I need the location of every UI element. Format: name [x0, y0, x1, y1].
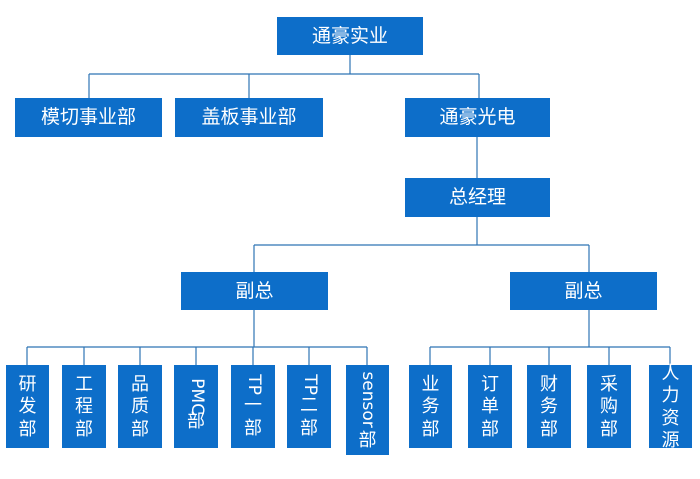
- dept-right-1: 订单部: [468, 365, 512, 448]
- dept-label-glyph: 发: [18, 396, 37, 418]
- dept-right-3: 采购部: [587, 365, 631, 448]
- dept-label-glyph: 购: [600, 396, 618, 418]
- dept-label-glyph: 品: [131, 373, 149, 395]
- dept-label-glyph: 部: [187, 411, 205, 433]
- dept-label-glyph: 力: [661, 385, 680, 406]
- dept-label-glyph: 部: [300, 417, 318, 439]
- node-deputy-left: 副总: [181, 272, 328, 310]
- dept-label-rotated: sensor: [339, 370, 395, 430]
- dept-label-glyph: 质: [131, 396, 149, 418]
- dept-label-glyph: 二: [300, 395, 318, 416]
- dept-label-glyph: 一: [244, 395, 262, 416]
- dept-right-4: 人力资源: [649, 362, 692, 451]
- dept-label-glyph: 业: [421, 373, 440, 395]
- dept-label-glyph: 资: [661, 407, 680, 429]
- dept-left-2: 品质部: [118, 365, 162, 448]
- dept-label-glyph: 部: [540, 418, 558, 440]
- dept-label-glyph: 财: [540, 373, 558, 395]
- dept-label-glyph: TP: [299, 374, 320, 396]
- dept-label-glyph: 采: [600, 373, 618, 395]
- dept-label-glyph: 部: [481, 418, 499, 440]
- dept-left-1: 工程部: [62, 365, 106, 448]
- dept-label-glyph: 部: [18, 418, 37, 440]
- dept-label-glyph: TP: [243, 374, 264, 396]
- dept-label-rotated: PMC: [178, 378, 215, 415]
- dept-label-glyph: 部: [244, 417, 262, 439]
- dept-label-glyph: 程: [75, 396, 93, 418]
- dept-label-glyph: 务: [421, 396, 440, 418]
- dept-label-glyph: sensor: [358, 371, 379, 428]
- dept-right-2: 财务部: [527, 365, 571, 448]
- dept-label-rotated: TP: [243, 374, 264, 396]
- dept-label-glyph: 研: [18, 373, 37, 395]
- dept-right-0: 业务部: [409, 365, 452, 448]
- dept-left-0: 研发部: [6, 365, 49, 448]
- dept-label-glyph: 部: [75, 418, 93, 440]
- dept-label-glyph: 工: [75, 373, 93, 395]
- dept-label-glyph: 部: [421, 418, 440, 440]
- dept-label-glyph: 单: [481, 396, 499, 418]
- dept-label-glyph: 部: [131, 418, 149, 440]
- dept-label-glyph: 订: [481, 373, 499, 395]
- dept-label-glyph: PMC: [186, 377, 207, 415]
- dept-label-glyph: 部: [600, 418, 618, 440]
- dept-label-glyph: 部: [358, 429, 377, 451]
- node-level1-0: 模切事业部: [15, 98, 162, 137]
- node-level1-2: 通豪光电: [405, 98, 550, 137]
- dept-label-rotated: TP: [299, 374, 320, 396]
- node-general-manager: 总经理: [405, 178, 550, 217]
- dept-label-glyph: 源: [661, 430, 680, 451]
- dept-label-glyph: 务: [540, 396, 558, 418]
- node-root: 通豪实业: [277, 17, 423, 55]
- dept-label-glyph: 人: [661, 362, 680, 384]
- node-deputy-right: 副总: [510, 272, 657, 310]
- node-level1-1: 盖板事业部: [175, 98, 323, 137]
